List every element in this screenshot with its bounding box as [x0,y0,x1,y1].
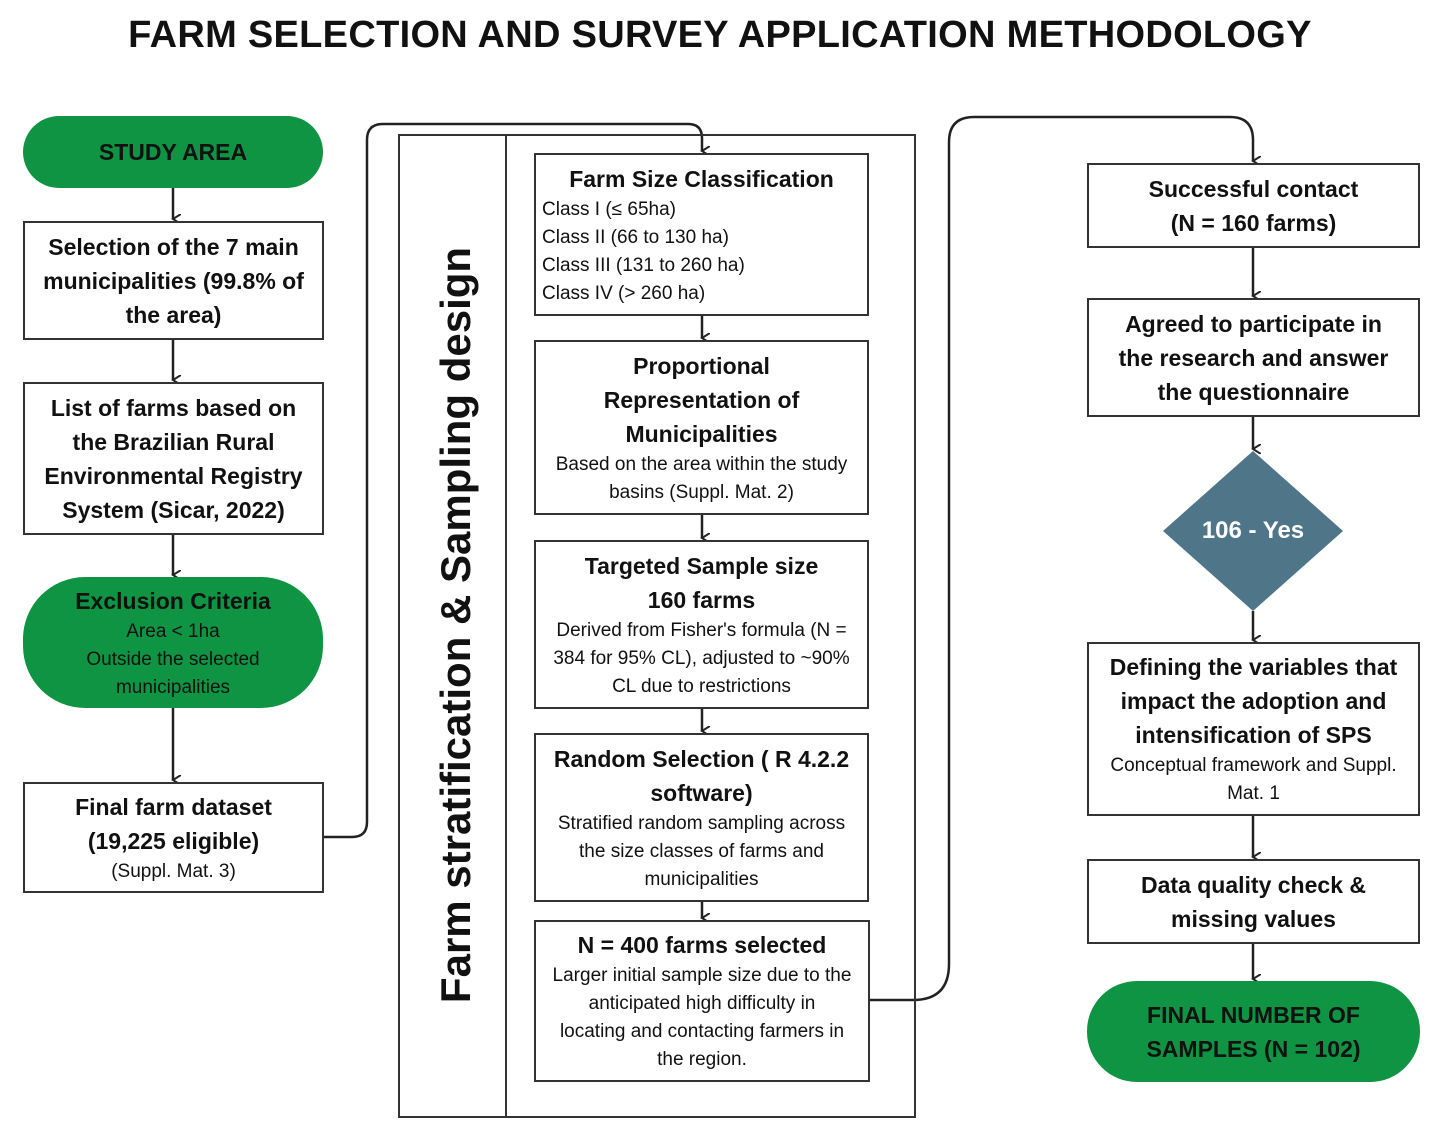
proportional-line-1: Based on the area within the study [555,453,848,475]
selected-title: N = 400 farms selected [577,932,827,958]
final-samples-node: FINAL NUMBER OF SAMPLES (N = 102) [1087,981,1420,1082]
final-samples-line-2: SAMPLES (N = 102) [1146,1035,1361,1062]
final-dataset-note: (Suppl. Mat. 3) [111,860,236,882]
random-title-2: software) [650,779,753,806]
random-line-3: municipalities [644,868,759,890]
selected-line-4: the region. [657,1049,747,1070]
arrow-selected-to-contact [870,115,1253,1002]
proportional-title-2: Representation of [603,386,800,413]
farm-size-class-2: Class II (66 to 130 ha) [542,226,729,248]
decision-diamond-shape [1163,451,1343,611]
agreed-line-2: the research and answer [1118,344,1389,371]
selection-municipalities-box: Selection of the 7 main municipalities (… [23,221,324,340]
quality-line-1: Data quality check & [1141,871,1366,898]
successful-contact-box: Successful contact (N = 160 farms) [1087,163,1420,248]
contact-line-2: (N = 160 farms) [1170,209,1337,236]
farm-size-box: Farm Size Classification Class I (≤ 65ha… [534,153,869,316]
list-farms-line-1: List of farms based on [50,394,297,421]
arrow-final-to-middle [324,122,702,839]
agreed-line-3: the questionnaire [1157,378,1350,405]
final-dataset-line-1: Final farm dataset [75,793,272,820]
random-selection-box: Random Selection ( R 4.2.2 software) Str… [534,733,869,902]
diagram-title: FARM SELECTION AND SURVEY APPLICATION ME… [128,14,1312,56]
selection-line-2: municipalities (99.8% of [43,267,304,294]
final-dataset-box: Final farm dataset (19,225 eligible) (Su… [23,782,324,893]
decision-label: 106 - Yes [1201,517,1305,544]
quality-line-2: missing values [1171,905,1336,932]
targeted-title-2: 160 farms [647,586,756,613]
study-area-label: STUDY AREA [98,139,248,165]
variables-title-1: Defining the variables that [1109,654,1398,680]
proportional-box: Proportional Representation of Municipal… [534,340,869,515]
farm-size-class-1: Class I (≤ 65ha) [542,198,676,220]
variables-line-1: Conceptual framework and Suppl. [1110,755,1397,776]
study-area-node: STUDY AREA [23,116,323,188]
variables-line-2: Mat. 1 [1227,783,1280,804]
contact-line-1: Successful contact [1148,175,1359,202]
farms-selected-box: N = 400 farms selected Larger initial sa… [534,920,870,1082]
farm-size-class-4: Class IV (> 260 ha) [542,282,706,304]
defining-variables-box: Defining the variables that impact the a… [1087,642,1420,816]
agreed-line-1: Agreed to participate in [1125,310,1382,337]
exclusion-title: Exclusion Criteria [75,587,271,614]
decision-node: 106 - Yes [1163,451,1343,611]
random-line-1: Stratified random sampling across [557,812,846,834]
variables-title-3: intensification of SPS [1135,722,1372,748]
selected-line-3: locating and contacting farmers in [559,1021,845,1042]
random-line-2: the size classes of farms and [579,840,824,862]
proportional-line-2: basins (Suppl. Mat. 2) [609,481,794,503]
proportional-title-3: Municipalities [625,420,778,447]
random-title-1: Random Selection ( R 4.2.2 [553,745,850,772]
sampling-design-frame [398,134,916,1118]
agreed-participate-box: Agreed to participate in the research an… [1087,298,1420,417]
selection-line-3: the area) [125,301,222,328]
list-farms-line-3: Environmental Registry [44,462,303,489]
exclusion-line-1: Area < 1ha [126,620,220,642]
selected-line-2: anticipated high difficulty in [588,993,816,1014]
exclusion-line-3: municipalities [115,676,231,698]
list-farms-line-2: the Brazilian Rural [72,428,275,455]
proportional-title-1: Proportional [633,352,770,379]
list-farms-box: List of farms based on the Brazilian Rur… [23,382,324,535]
final-samples-line-1: FINAL NUMBER OF [1147,1001,1360,1028]
list-farms-line-4: System (Sicar, 2022) [62,496,285,523]
farm-size-class-3: Class III (131 to 260 ha) [542,254,745,276]
targeted-line-2: 384 for 95% CL), adjusted to ~90% [553,647,850,669]
exclusion-criteria-node: Exclusion Criteria Area < 1ha Outside th… [23,577,323,708]
exclusion-line-2: Outside the selected [86,648,260,670]
targeted-line-3: CL due to restrictions [612,675,791,697]
final-dataset-line-2: (19,225 eligible) [87,827,260,854]
targeted-sample-box: Targeted Sample size 160 farms Derived f… [534,540,869,709]
selection-line-1: Selection of the 7 main [48,233,299,260]
sampling-design-label: Farm stratification & Sampling design [432,246,479,1004]
targeted-title-1: Targeted Sample size [584,552,819,579]
farm-size-title: Farm Size Classification [569,165,834,192]
sampling-design-divider [505,134,507,1118]
variables-title-2: impact the adoption and [1120,688,1387,714]
selected-line-1: Larger initial sample size due to the [552,965,852,986]
data-quality-box: Data quality check & missing values [1087,859,1420,944]
targeted-line-1: Derived from Fisher's formula (N = [556,619,847,641]
